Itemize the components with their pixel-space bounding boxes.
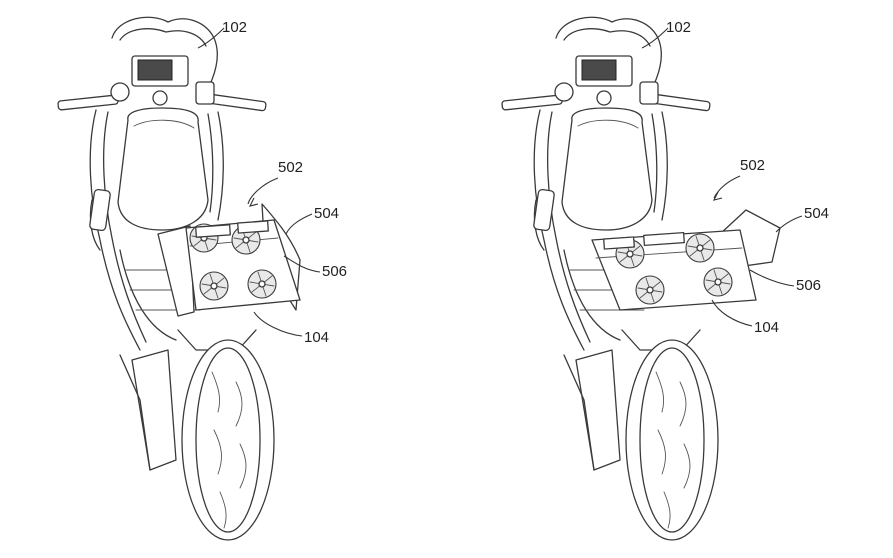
leader-506-left bbox=[283, 255, 321, 273]
flap-panel-left bbox=[157, 225, 195, 317]
label-506-left: 506 bbox=[322, 263, 347, 280]
leader-102-left bbox=[197, 27, 225, 49]
leader-104-left bbox=[253, 311, 303, 337]
label-102-right: 102 bbox=[666, 19, 691, 36]
label-502-right: 502 bbox=[740, 157, 765, 174]
figure-right: 102 502 504 506 104 bbox=[501, 16, 829, 541]
label-504-right: 504 bbox=[804, 205, 829, 222]
figure-left: 102 502 504 506 104 bbox=[57, 16, 347, 541]
label-104-right: 104 bbox=[754, 319, 779, 336]
leader-502-left bbox=[247, 177, 279, 205]
label-102-left: 102 bbox=[222, 19, 247, 36]
leader-502-right bbox=[713, 175, 741, 199]
leader-506-right bbox=[749, 269, 795, 287]
leader-102-right bbox=[641, 27, 669, 49]
leader-504-right bbox=[775, 215, 803, 233]
label-502-left: 502 bbox=[278, 159, 303, 176]
leader-104-right bbox=[711, 299, 753, 327]
label-506-right: 506 bbox=[796, 277, 821, 294]
leader-504-left bbox=[285, 213, 313, 235]
label-504-left: 504 bbox=[314, 205, 339, 222]
label-104-left: 104 bbox=[304, 329, 329, 346]
